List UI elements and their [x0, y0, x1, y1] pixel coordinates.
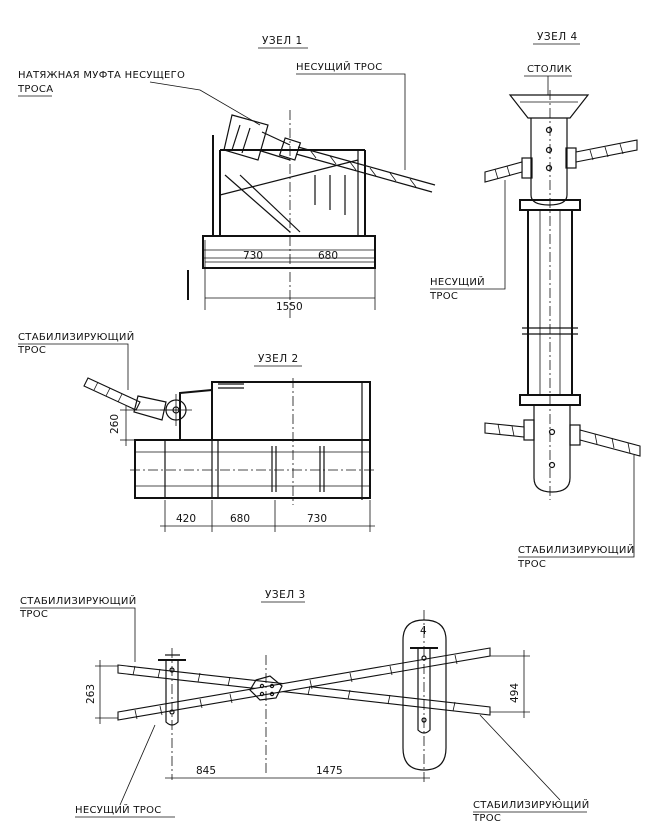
node-2-base [130, 439, 375, 499]
node-2-dim-420: 420 [176, 513, 196, 525]
node-4: УЗЕЛ 4 СТОЛИК [429, 31, 641, 570]
node-1-dim-1550: 1550 [276, 301, 303, 313]
node-3-dim-1475: 1475 [316, 765, 343, 777]
node-1-dim-730: 730 [243, 250, 263, 262]
node-3-title: УЗЕЛ 3 [265, 589, 306, 601]
node-4-table-label: СТОЛИК [527, 64, 572, 75]
node-4-upper-hanger [521, 118, 577, 206]
node-2-dim-730: 730 [307, 513, 327, 525]
node-1-base [202, 235, 376, 269]
node-1-title: УЗЕЛ 1 [262, 35, 303, 47]
node-4-title: УЗЕЛ 4 [537, 31, 578, 43]
node-3-dim-263: 263 [85, 684, 97, 704]
node-4-stab-ropes [484, 422, 641, 457]
node-4-column [519, 90, 581, 500]
node-1-coupling-label: НАТЯЖНАЯ МУФТА НЕСУЩЕГО [18, 70, 185, 81]
node-4-carrier-label-2: ТРОС [429, 291, 458, 302]
node-1: УЗЕЛ 1 НАТЯЖНАЯ МУФТА НЕСУЩЕГО ТРОСА НЕС… [17, 35, 436, 318]
node-3-right-hanger: 4 [402, 610, 447, 785]
node-3-center-clamp [249, 655, 283, 775]
node-4-table [508, 94, 590, 119]
node-3-dimensions: 263 494 845 1475 [85, 650, 530, 779]
node-3: СТАБИЛИЗИРУЮЩИЙ ТРОС УЗЕЛ 3 [19, 589, 589, 824]
node-1-carrier-rope [295, 146, 436, 193]
node-2: СТАБИЛИЗИРУЮЩИЙ ТРОС УЗЕЛ 2 [17, 330, 375, 532]
node-4-carrier-label: НЕСУЩИЙ [430, 275, 485, 288]
node-3-stab-right-label: СТАБИЛИЗИРУЮЩИЙ [473, 798, 589, 811]
node-3-left-hanger [158, 648, 186, 780]
node-2-dim-680: 680 [230, 513, 250, 525]
node-1-frame [212, 110, 366, 318]
node-3-ropes [117, 647, 491, 721]
node-4-stab-label: СТАБИЛИЗИРУЮЩИЙ [518, 543, 634, 556]
node-4-lower-hanger [523, 405, 581, 493]
node-1-dim-680: 680 [318, 250, 338, 262]
node-2-stab-label-2: ТРОС [17, 345, 46, 356]
node-2-stab-label: СТАБИЛИЗИРУЮЩИЙ [18, 330, 134, 343]
node-2-dim-260: 260 [109, 414, 121, 434]
node-2-dimensions: 260 420 680 730 [109, 405, 375, 532]
node-3-ref-number: 4 [420, 625, 427, 637]
node-3-dim-494: 494 [509, 683, 521, 703]
node-1-carrier-label: НЕСУЩИЙ ТРОС [296, 60, 383, 73]
node-4-carrier-ropes [484, 139, 638, 183]
node-2-stab-rope [83, 377, 192, 426]
node-1-dimensions: 730 680 1550 [187, 240, 376, 313]
node-4-stab-label-2: ТРОС [517, 559, 546, 570]
node-3-stab-left-label-2: ТРОС [19, 609, 48, 620]
node-3-stab-right-label-2: ТРОС [472, 813, 501, 824]
node-1-tension-coupling [223, 114, 302, 161]
node-1-coupling-label-2: ТРОСА [17, 84, 53, 95]
node-3-carrier-label: НЕСУЩИЙ ТРОС [75, 803, 162, 816]
node-3-stab-left-label: СТАБИЛИЗИРУЮЩИЙ [20, 594, 136, 607]
node-2-title: УЗЕЛ 2 [258, 353, 299, 365]
node-3-dim-845: 845 [196, 765, 216, 777]
